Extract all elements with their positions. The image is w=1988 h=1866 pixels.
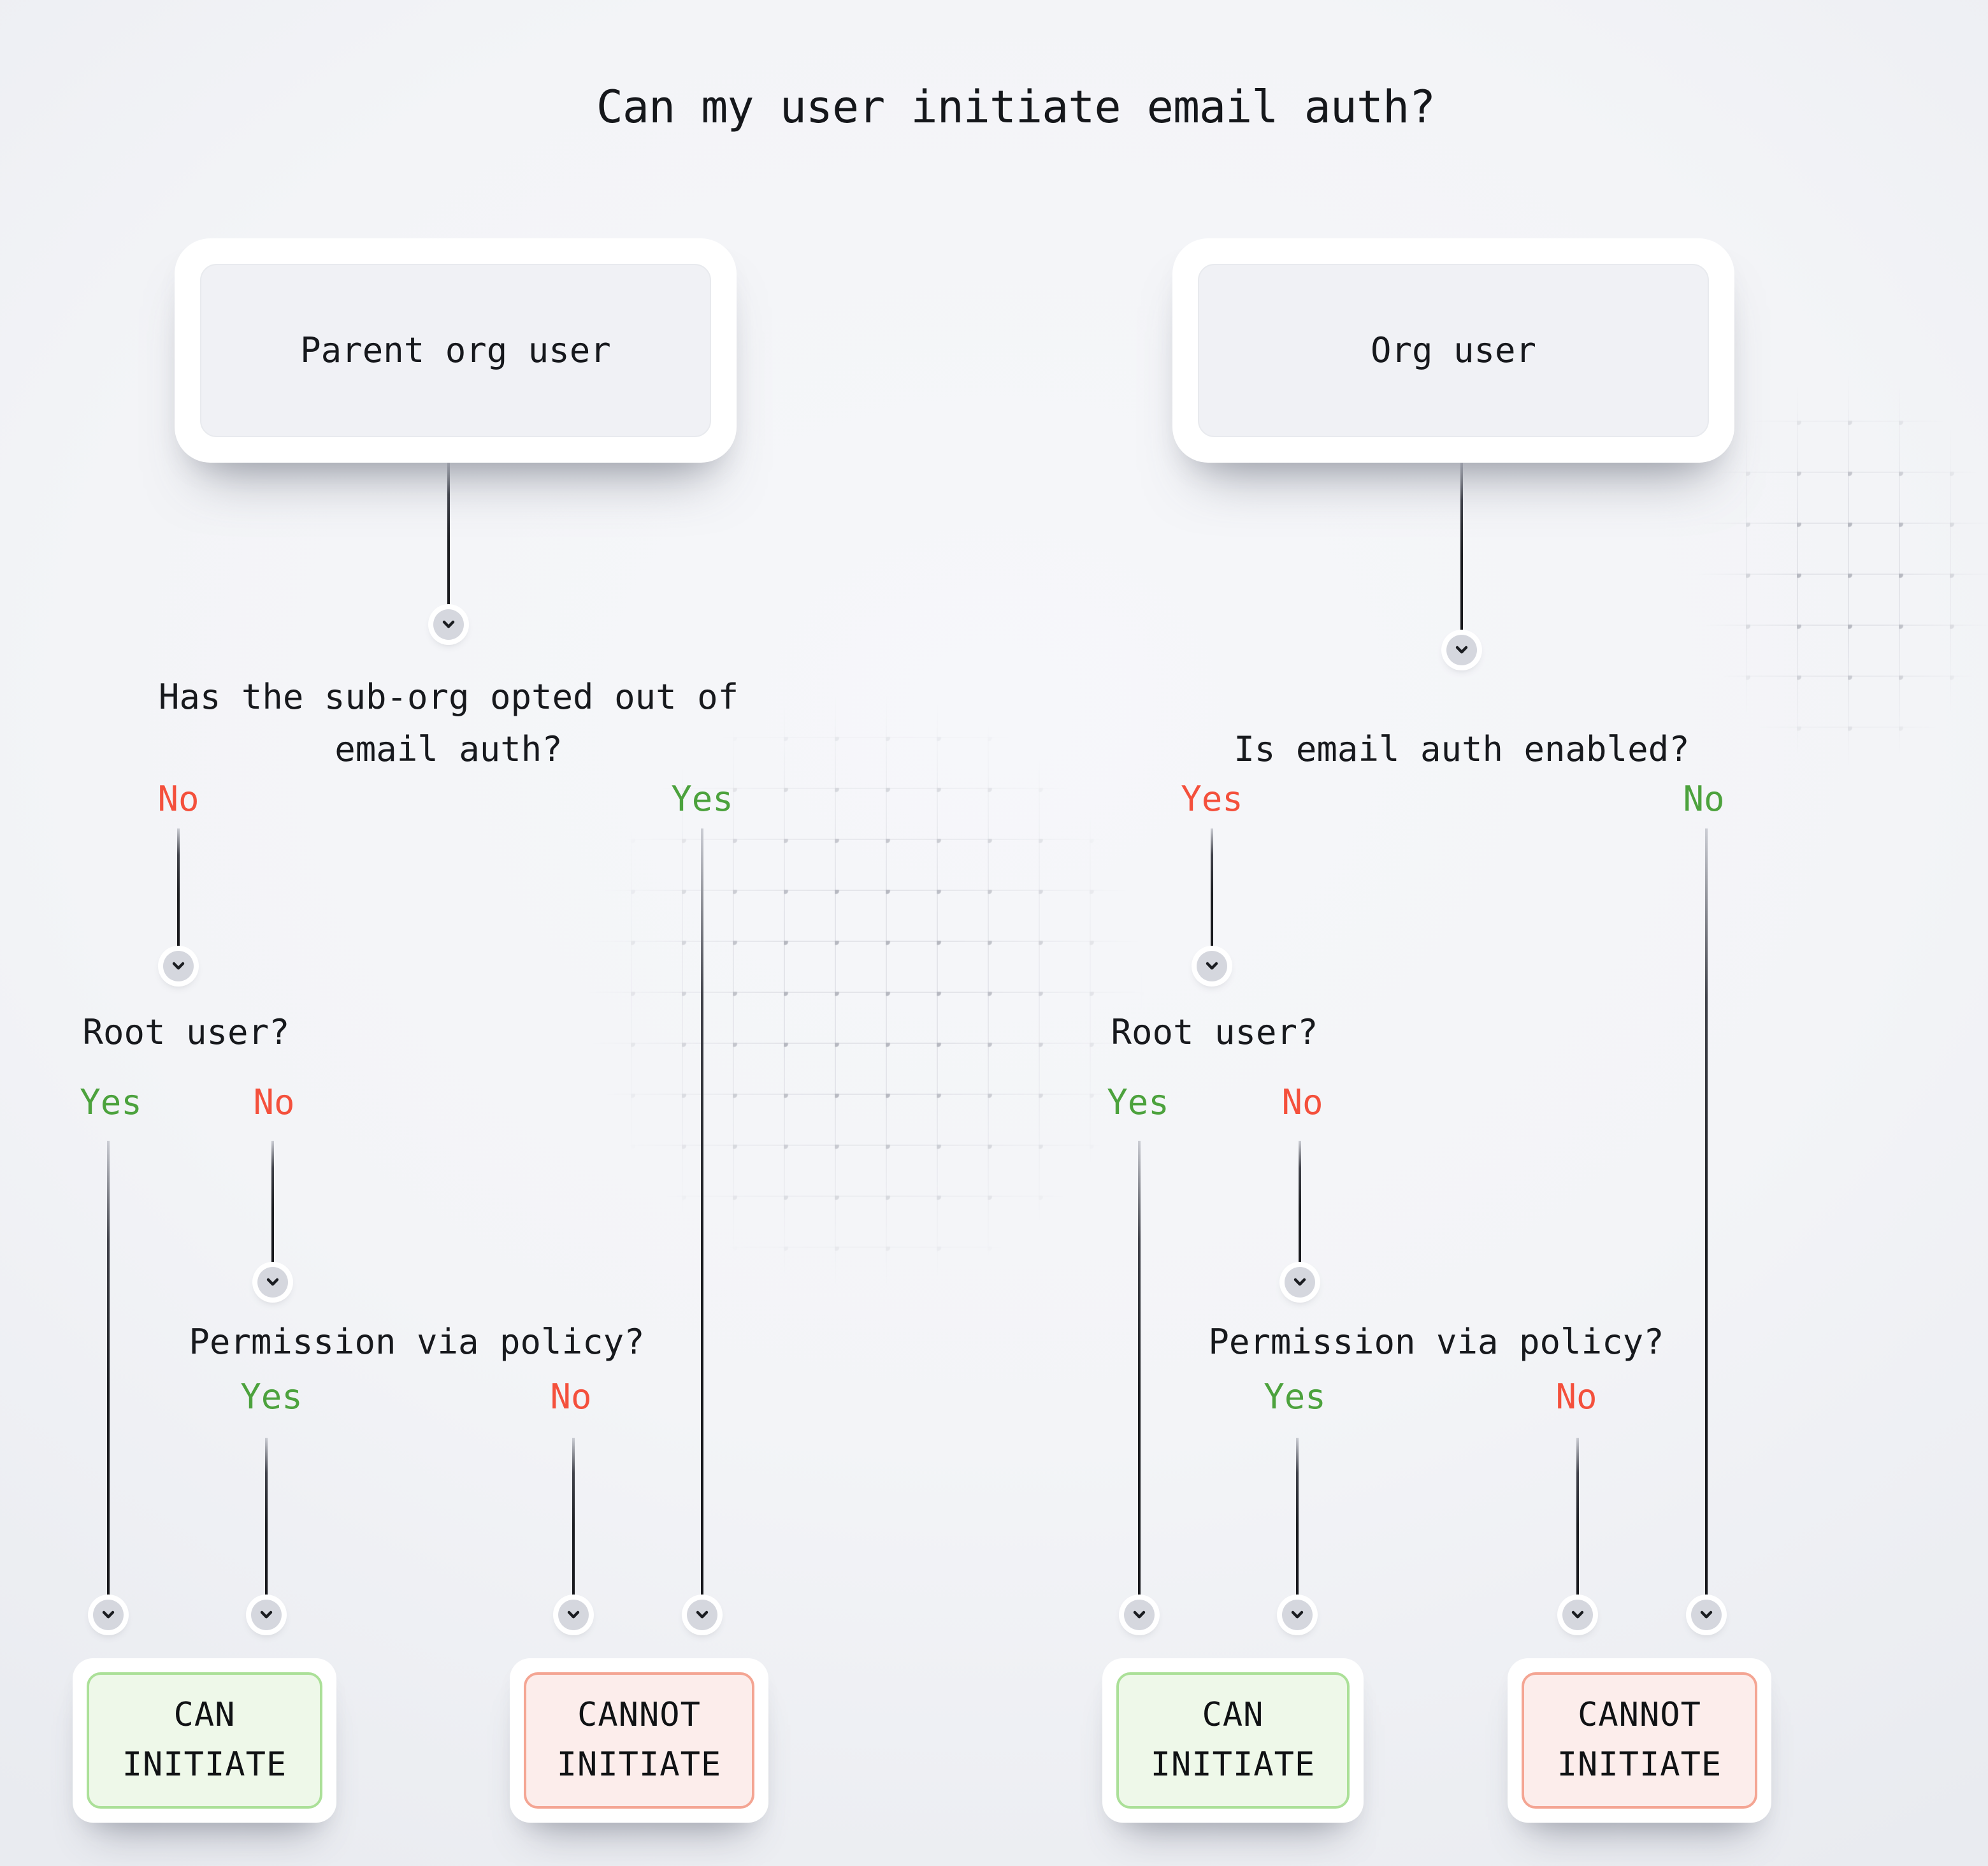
chevron-down-icon [1571,1610,1584,1619]
question-suborg-opted-out: Has the sub-org opted out of email auth? [158,678,739,770]
connector-rootyes-to-can [1124,1141,1155,1630]
connector-line [1460,463,1463,632]
connector-dot [93,1600,124,1630]
page-title: Can my user initiate email auth? [596,83,1436,134]
outcome-label: CAN INITIATE [87,1672,322,1809]
option-no: No [1555,1378,1597,1417]
outcome-label: CANNOT INITIATE [524,1672,754,1809]
chevron-down-icon [102,1610,115,1619]
connector-line [447,463,450,607]
option-no: No [157,780,199,820]
option-no: No [253,1083,295,1123]
connector-line [265,1438,268,1597]
connector-line [1576,1438,1579,1597]
option-no: No [1683,780,1725,820]
chevron-down-icon [1206,962,1218,970]
outcome-can-initiate: CAN INITIATE [1102,1658,1364,1823]
question-email-auth-enabled: Is email auth enabled? [1234,730,1690,770]
outcome-label: CAN INITIATE [1116,1672,1350,1809]
connector-dot [433,609,464,640]
entry-node-label: Org user [1198,264,1709,437]
entry-node-parent-org-user: Parent org user [175,238,737,463]
connector-line [1138,1141,1141,1597]
chevron-down-icon [266,1278,279,1286]
connector-line [1296,1438,1299,1597]
chevron-down-icon [442,620,455,628]
outcome-cannot-initiate: CANNOT INITIATE [510,1658,768,1823]
chevron-down-icon [696,1610,709,1619]
connector-q1yes-to-cannot [687,828,717,1630]
connector-dot [1691,1600,1722,1630]
connector-line [1299,1141,1301,1264]
chevron-down-icon [1455,646,1468,654]
entry-node-org-user: Org user [1172,238,1734,463]
outcome-can-initiate: CAN INITIATE [73,1658,336,1823]
connector-q1no-to-rootuser [163,828,194,981]
option-yes: Yes [240,1378,303,1417]
connector-dot [1124,1600,1155,1630]
connector-dot [163,951,194,981]
chevron-down-icon [567,1610,580,1619]
option-yes: Yes [1264,1378,1326,1417]
chevron-down-icon [1291,1610,1304,1619]
connector-dot [1562,1600,1593,1630]
chevron-down-icon [172,962,185,970]
option-yes: Yes [671,780,733,820]
connector-dot [1446,635,1477,665]
dot-grid-pattern-top-right [1695,370,1988,771]
connector-org-to-q1 [1446,463,1477,665]
connector-line [177,828,180,948]
chevron-down-icon [1133,1610,1146,1619]
option-no: No [1281,1083,1323,1123]
dot-grid-pattern-center [580,686,1151,1295]
connector-q1no-to-cannot [1691,828,1722,1630]
question-root-user: Root user? [82,1013,290,1053]
connector-dot [251,1600,282,1630]
connector-dot [1282,1600,1313,1630]
connector-dot [1285,1267,1315,1298]
option-yes: Yes [80,1083,142,1123]
outcome-label: CANNOT INITIATE [1522,1672,1757,1809]
connector-policyno-to-cannot [558,1438,589,1630]
connector-line [1705,828,1708,1597]
option-yes: Yes [1107,1083,1169,1123]
entry-node-label: Parent org user [200,264,711,437]
connector-dot [687,1600,717,1630]
connector-q1yes-to-rootuser [1197,828,1227,981]
chevron-down-icon [1293,1278,1306,1286]
connector-line [572,1438,575,1597]
outcome-cannot-initiate: CANNOT INITIATE [1508,1658,1771,1823]
connector-rootno-to-policy [257,1141,288,1298]
connector-parent-to-q1 [433,463,464,640]
connector-policyyes-to-can [251,1438,282,1630]
connector-line [107,1141,110,1597]
connector-dot [257,1267,288,1298]
question-root-user: Root user? [1111,1013,1318,1053]
connector-rootyes-to-can [93,1141,124,1630]
connector-line [271,1141,274,1264]
connector-dot [558,1600,589,1630]
connector-line [1211,828,1213,948]
chevron-down-icon [1700,1610,1713,1619]
connector-policyyes-to-can [1282,1438,1313,1630]
question-permission-via-policy: Permission via policy? [189,1323,645,1363]
connector-line [701,828,703,1597]
connector-policyno-to-cannot [1562,1438,1593,1630]
chevron-down-icon [260,1610,273,1619]
question-permission-via-policy: Permission via policy? [1208,1323,1664,1363]
option-yes: Yes [1181,780,1243,820]
connector-rootno-to-policy [1285,1141,1315,1298]
option-no: No [550,1378,592,1417]
connector-dot [1197,951,1227,981]
